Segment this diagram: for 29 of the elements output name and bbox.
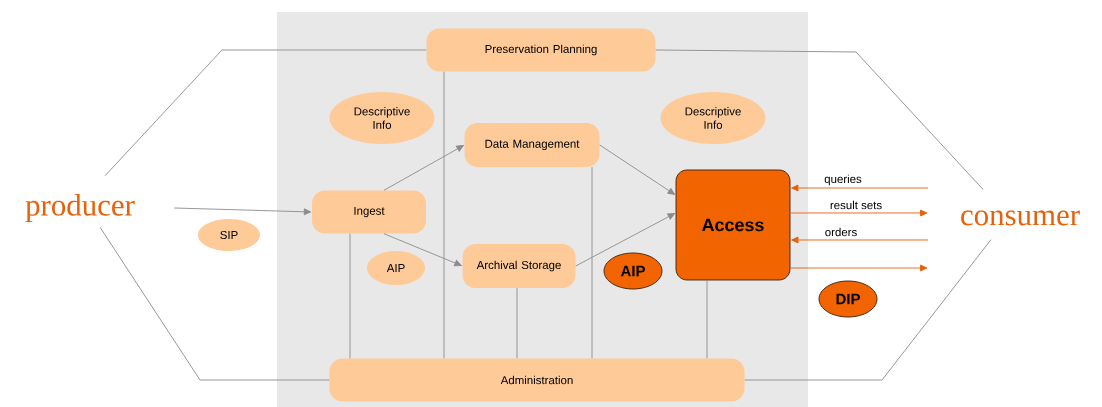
connector-line bbox=[99, 226, 330, 381]
arrow bbox=[791, 236, 929, 244]
connector-line bbox=[655, 49, 984, 190]
arrow bbox=[383, 233, 462, 267]
arrow bbox=[790, 264, 928, 272]
connector-line bbox=[706, 280, 708, 359]
arrow bbox=[383, 145, 464, 191]
connector-line bbox=[443, 71, 445, 359]
actor-label: consumer bbox=[961, 210, 1080, 226]
function-box: Preservation Planning bbox=[426, 28, 656, 72]
arrow bbox=[790, 209, 928, 217]
edge-label: queries bbox=[823, 173, 863, 187]
function-box: Administration bbox=[329, 358, 745, 402]
connector-line bbox=[516, 287, 518, 359]
connector-line bbox=[591, 166, 593, 359]
arrow bbox=[599, 144, 676, 195]
connector-line bbox=[744, 239, 992, 381]
edge-label: result sets bbox=[828, 199, 884, 211]
connector-line bbox=[349, 233, 351, 359]
function-box: Archival Storage bbox=[462, 244, 576, 288]
function-box: Ingest bbox=[312, 190, 426, 234]
arrow bbox=[173, 207, 312, 216]
arrow bbox=[575, 213, 676, 267]
access-box: Access bbox=[675, 169, 791, 281]
function-box: Data Management bbox=[464, 123, 600, 167]
arrow bbox=[791, 184, 929, 192]
edge-label: orders bbox=[823, 226, 859, 238]
connector-line bbox=[104, 49, 427, 177]
actor-label: producer bbox=[25, 194, 135, 222]
